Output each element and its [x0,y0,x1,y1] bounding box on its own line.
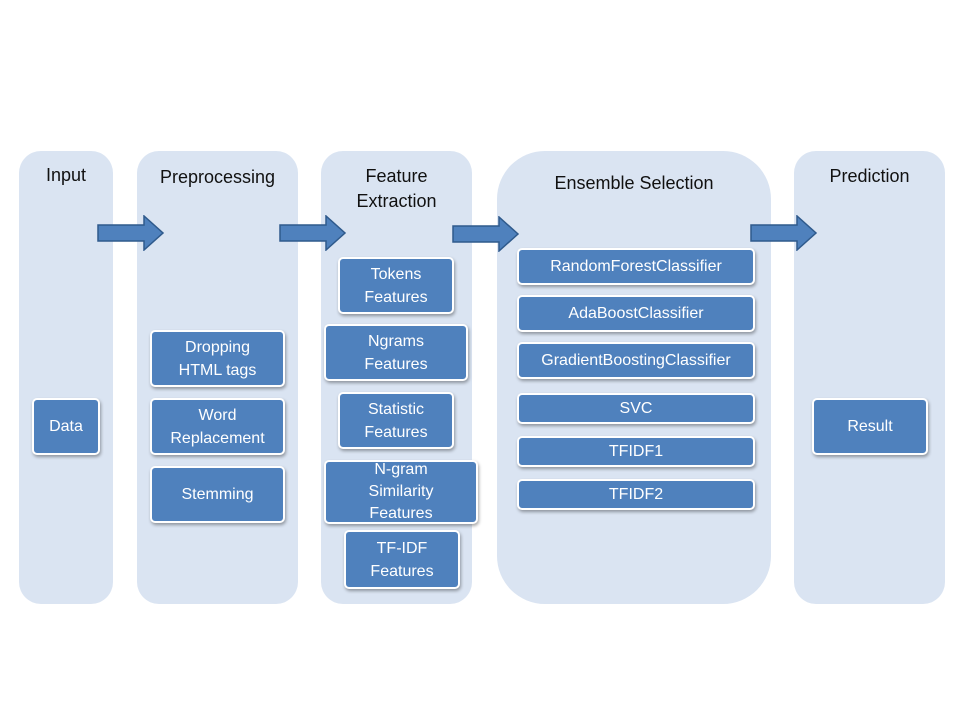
box-adaboost-classifier-label: AdaBoostClassifier [568,305,704,322]
box-ngrams-features-label: Ngrams Features [364,332,428,373]
arrow-right-icon [279,215,347,251]
arrow-right-icon [750,215,818,251]
box-tfidf1: TFIDF1 [517,436,755,467]
box-tfidf-features-label: TF-IDF Features [370,539,434,580]
box-stemming: Stemming [150,466,285,523]
box-tfidf2-label: TFIDF2 [608,486,664,503]
box-dropping-html-tags-label: Dropping HTML tags [178,338,257,379]
arrow-right-icon [97,215,165,251]
box-data: Data [32,398,100,455]
box-tfidf1-label: TFIDF1 [608,443,664,460]
box-statistic-features: Statistic Features [338,392,454,449]
box-stemming-label: Stemming [181,486,254,503]
stage-title-ensemble-selection: Ensemble Selection [554,173,714,193]
box-random-forest-classifier-label: RandomForestClassifier [550,258,722,275]
box-gradient-boosting-classifier-label: GradientBoostingClassifier [541,352,731,369]
box-svc-label: SVC [619,400,653,417]
box-result: Result [812,398,928,455]
stage-title-input: Input [45,165,87,185]
box-tfidf2: TFIDF2 [517,479,755,510]
box-dropping-html-tags: Dropping HTML tags [150,330,285,387]
box-gradient-boosting-classifier: GradientBoostingClassifier [517,342,755,379]
box-result-label: Result [847,418,893,435]
box-tfidf-features: TF-IDF Features [344,530,460,589]
box-statistic-features-label: Statistic Features [364,400,428,441]
stage-prediction: Prediction [794,151,945,604]
arrow-right-icon [452,216,520,252]
box-svc: SVC [517,393,755,424]
box-tokens-features-label: Tokens Features [364,265,428,306]
box-adaboost-classifier: AdaBoostClassifier [517,295,755,332]
box-ngrams-features: Ngrams Features [324,324,468,381]
stage-title-prediction: Prediction [829,166,910,186]
box-word-replacement: Word Replacement [150,398,285,455]
box-data-label: Data [49,418,83,435]
box-tokens-features: Tokens Features [338,257,454,314]
box-ngram-similarity-features-label: N-gram Similarity Features [368,461,434,522]
stage-title-feature-extraction: Feature Extraction [356,166,437,211]
box-word-replacement-label: Word Replacement [170,406,265,447]
stage-title-preprocessing: Preprocessing [159,167,276,187]
box-ngram-similarity-features: N-gram Similarity Features [324,460,478,524]
box-random-forest-classifier: RandomForestClassifier [517,248,755,285]
